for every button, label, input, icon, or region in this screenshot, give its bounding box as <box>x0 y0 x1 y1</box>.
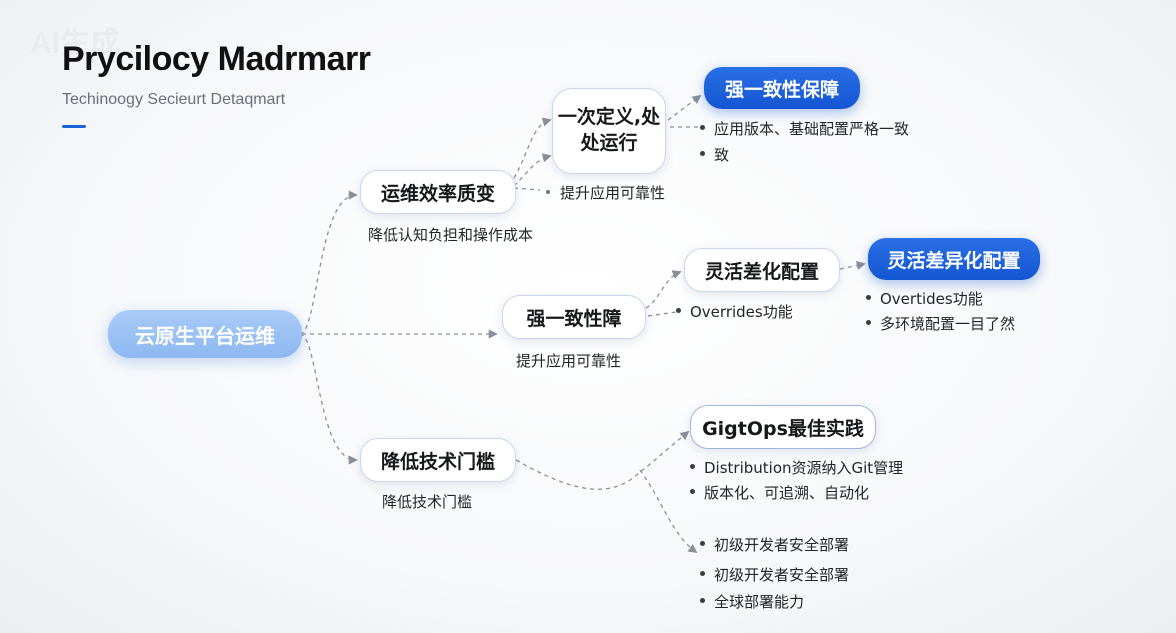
flexible-config-node[interactable]: 灵活差化配置 <box>684 248 840 292</box>
connector-ops-caption <box>513 187 541 191</box>
watermark-text: AI生成 <box>30 27 120 60</box>
bullet-dot <box>690 489 695 494</box>
lower-threshold-caption: 降低技术门槛 <box>382 493 473 511</box>
caption-dot <box>546 190 550 194</box>
consistency-caption: 提升应用可靠性 <box>516 352 622 370</box>
list-item: Distribution资源纳入Git管理 <box>690 457 903 478</box>
consistency-node[interactable]: 强一致性障 <box>502 295 646 339</box>
list-item: 多环境配置一目了然 <box>866 313 1015 334</box>
connector-threshold-bullets <box>639 469 698 554</box>
connector-root-threshold <box>299 333 358 465</box>
lower-threshold-node[interactable]: 降低技术门槛 <box>360 438 516 482</box>
connector-child-leaf <box>667 94 702 121</box>
list-item: 初级开发者安全部署 <box>700 534 849 555</box>
page-subtitle: Techinoogy Secieurt Detaqmart <box>62 91 286 108</box>
title-accent-bar <box>62 125 86 128</box>
bullet-dot <box>700 125 705 130</box>
define-once-node[interactable]: 一次定义,处处运行 <box>552 88 666 174</box>
connector-threshold-leaf <box>515 430 690 490</box>
list-item: 应用版本、基础配置严格一致 <box>700 118 909 139</box>
bullet-dot <box>690 464 695 469</box>
ops-efficiency-caption: 降低认知负担和操作成本 <box>368 226 534 244</box>
list-item: 版本化、可追溯、自动化 <box>690 482 869 503</box>
connector-root-ops <box>299 190 358 335</box>
root-node[interactable]: 云原生平台运维 <box>108 310 302 358</box>
list-item: 初级开发者安全部署 <box>700 564 849 585</box>
list-item: Overrides功能 <box>676 301 793 322</box>
connector-consistency-bullet <box>647 311 677 317</box>
connector-child2-leaf <box>839 261 866 270</box>
define-once-caption: 提升应用可靠性 <box>560 184 666 202</box>
bullet-dot <box>676 308 681 313</box>
bullet-dot <box>700 598 705 603</box>
connector-ops-child-lower <box>513 153 552 187</box>
list-item: Overtides功能 <box>866 288 983 309</box>
bullet-dot <box>700 151 705 156</box>
bullet-dot <box>866 295 871 300</box>
connector-ops-child-upper <box>513 117 552 179</box>
strong-consistency-leaf[interactable]: 强一致性保障 <box>704 67 860 109</box>
list-item: 致 <box>700 144 729 165</box>
bullet-dot <box>700 571 705 576</box>
bullet-dot <box>866 320 871 325</box>
flexible-diff-config-leaf[interactable]: 灵活差异化配置 <box>868 238 1040 280</box>
connector-consistency-child <box>645 270 682 309</box>
list-item: 全球部署能力 <box>700 591 804 612</box>
ops-efficiency-node[interactable]: 运维效率质变 <box>360 170 516 214</box>
bullet-dot <box>700 541 705 546</box>
gitops-leaf[interactable]: GigtOps最佳实践 <box>690 405 876 449</box>
page-title: Prycilocy Madrmarr <box>62 40 371 78</box>
